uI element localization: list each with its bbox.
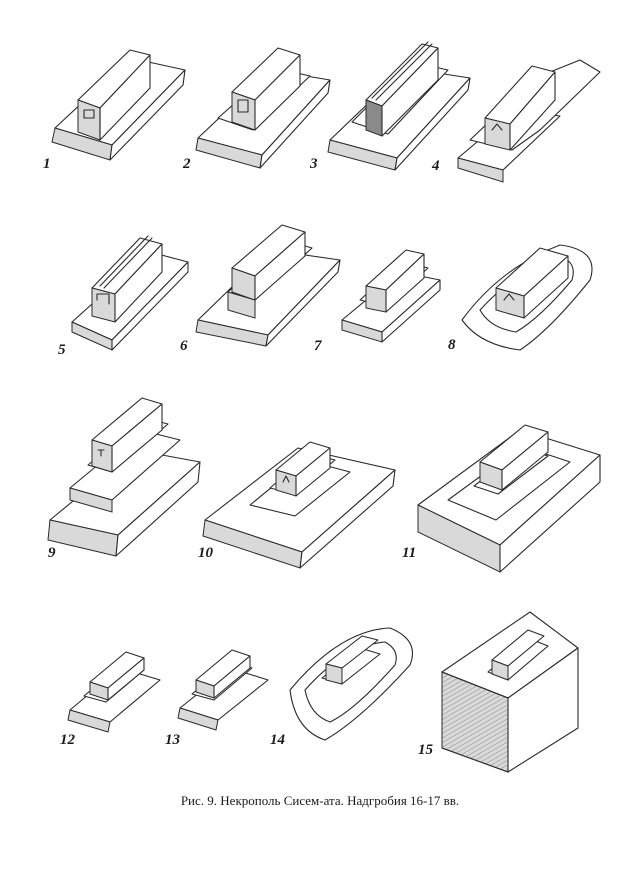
figure-number-13: 13 — [165, 732, 180, 748]
tombstone-drawing-13 — [177, 649, 269, 731]
figure-number-12: 12 — [60, 732, 75, 748]
tombstone-drawing-9 — [47, 397, 201, 557]
tombstone-drawing-8 — [461, 244, 593, 351]
tombstone-drawing-1 — [51, 49, 186, 161]
figure-number-4: 4 — [432, 158, 440, 174]
tombstone-drawing-12 — [67, 651, 161, 733]
figure-number-6: 6 — [180, 338, 188, 354]
figure-number-10: 10 — [198, 545, 213, 561]
figure-number-11: 11 — [402, 545, 417, 561]
tombstone-drawing-15 — [441, 611, 579, 773]
tombstone-drawing-6 — [195, 224, 341, 347]
tombstone-drawing-3 — [327, 41, 471, 171]
figure-number-14: 14 — [270, 732, 285, 748]
tombstone-drawing-4 — [457, 59, 601, 183]
figure-number-9: 9 — [48, 545, 56, 561]
tombstone-drawing-11 — [417, 424, 601, 573]
figure-caption: Рис. 9. Некрополь Сисем-ата. Надгробия 1… — [180, 793, 460, 808]
figure-number-7: 7 — [314, 338, 322, 354]
tombstone-drawing-14 — [289, 627, 414, 741]
figure-number-2: 2 — [183, 156, 191, 172]
figure-number-1: 1 — [43, 156, 51, 172]
tombstone-drawing-2 — [195, 47, 331, 169]
figure-number-8: 8 — [448, 337, 456, 353]
tombstone-drawing-10 — [202, 441, 396, 569]
tombstone-drawing-5 — [71, 235, 189, 351]
figure-number-3: 3 — [310, 156, 318, 172]
tombstone-drawing-7 — [341, 249, 441, 343]
figure-number-15: 15 — [418, 742, 433, 758]
figure-number-5: 5 — [58, 342, 66, 358]
